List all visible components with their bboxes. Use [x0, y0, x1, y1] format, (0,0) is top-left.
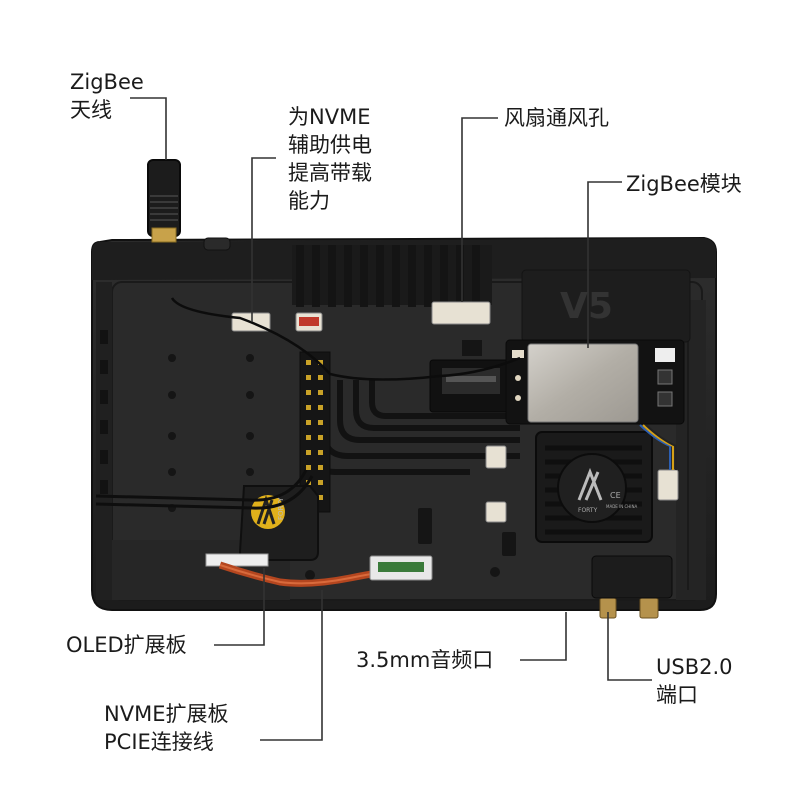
label-zigbee-module: ZigBee模块 [626, 172, 742, 196]
usb-port [639, 597, 659, 619]
fan-wires [639, 424, 677, 470]
made-in-text: MADE IN CHINA [606, 504, 637, 509]
oled-board: FORTY [238, 485, 319, 561]
connectors [231, 301, 679, 523]
label-zigbee-antenna: ZigBee 天线 [70, 70, 144, 122]
bottom-slot [418, 508, 516, 556]
nvme-board-connector [369, 555, 433, 581]
zigbee-module [505, 339, 685, 425]
leader-lines [130, 97, 652, 741]
mounting-holes [168, 354, 500, 580]
usb-housing [591, 555, 673, 599]
cooling-fan: FORTY CE MADE IN CHINA [535, 431, 653, 543]
internal-wires [95, 469, 314, 510]
label-nvme-aux-power: 为NVME 辅助供电 提高带载 能力 [288, 105, 372, 213]
case-mark-text: V5 [560, 286, 613, 327]
side-slots [100, 330, 108, 494]
ce-mark: CE [610, 491, 621, 500]
label-fan-vent: 风扇通风孔 [504, 106, 609, 130]
zigbee-antenna [147, 159, 181, 243]
oled-logo-text: FORTY [277, 497, 285, 520]
label-oled-board: OLED扩展板 [66, 633, 187, 657]
antenna-cable [170, 297, 521, 381]
side-knob [203, 237, 231, 251]
label-usb-port: USB2.0 端口 [656, 655, 733, 707]
oled-connector [205, 553, 269, 567]
case-mark: V5 [521, 269, 691, 343]
fan-logo-text: FORTY [578, 507, 598, 514]
label-audio-jack: 3.5mm音频口 [356, 648, 494, 672]
label-nvme-pcie-cable: NVME扩展板 PCIE连接线 [104, 702, 229, 754]
nvme-slot [429, 359, 511, 413]
heatsink-fins [292, 245, 492, 307]
